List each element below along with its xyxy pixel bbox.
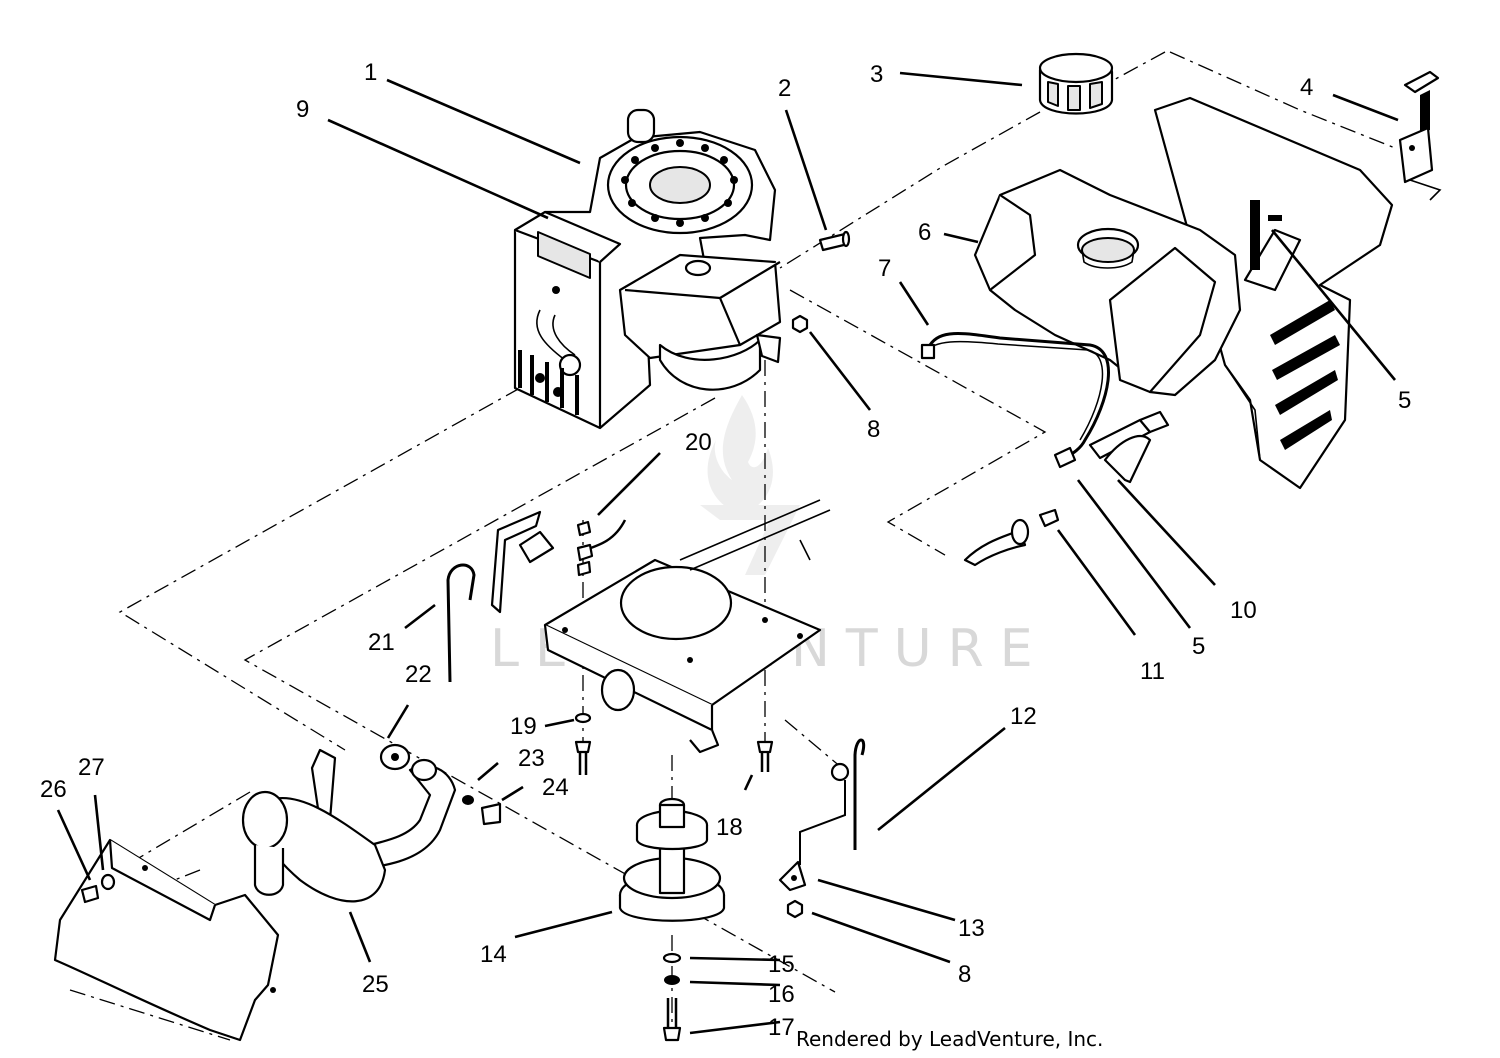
washer-23	[462, 795, 474, 805]
washer-15	[662, 952, 682, 964]
engine-bracket	[755, 333, 782, 364]
render-credit: Rendered by LeadVenture, Inc.	[796, 1027, 1103, 1051]
callout-25: 25	[362, 971, 389, 998]
callout-6: 6	[918, 219, 931, 246]
fuel-fitting	[818, 230, 851, 252]
callout-5-tank: 5	[1398, 387, 1411, 414]
callout-8-top: 8	[867, 416, 880, 443]
leader-lines	[56, 71, 1399, 1035]
callout-9: 9	[296, 96, 309, 123]
callout-21: 21	[368, 629, 395, 656]
fuel-line-7	[920, 332, 1110, 460]
throttle-control	[1398, 70, 1442, 201]
callout-7: 7	[878, 255, 891, 282]
fuel-cap	[1038, 52, 1114, 115]
bolt-24	[480, 802, 502, 826]
callout-26: 26	[40, 776, 67, 803]
heat-shield	[53, 838, 280, 1042]
callout-22: 22	[405, 661, 432, 688]
fuel-hoses	[963, 410, 1170, 567]
callout-12: 12	[1010, 703, 1037, 730]
callout-16: 16	[768, 981, 795, 1008]
fuel-tank-assembly	[973, 96, 1394, 490]
bracket-13	[778, 860, 807, 892]
screw-27	[100, 865, 148, 891]
watermark-logo	[700, 395, 800, 575]
callout-13: 13	[958, 915, 985, 942]
callout-10: 10	[1230, 597, 1257, 624]
exhaust-pipe	[363, 758, 457, 872]
nut-8-top	[791, 314, 809, 334]
gasket-22	[379, 743, 411, 771]
callout-19: 19	[510, 713, 537, 740]
connector-20	[576, 519, 627, 577]
callout-2: 2	[778, 75, 791, 102]
callouts: 1 2 3 4 5 5 6 7 8 8 9 10 11 12 13 14 15 …	[40, 59, 1411, 1041]
pulley-14	[618, 797, 726, 922]
engine	[513, 108, 782, 430]
engine-mount-plate	[543, 499, 831, 754]
callout-4: 4	[1300, 74, 1313, 101]
bolt-17	[662, 998, 682, 1042]
callout-3: 3	[870, 61, 883, 88]
bolt-18	[756, 740, 774, 772]
callout-15: 15	[768, 951, 795, 978]
assembly-lines	[59, 51, 1396, 1041]
lever-12	[799, 738, 866, 865]
nut-8-bottom	[786, 899, 804, 919]
callout-11: 11	[1140, 658, 1165, 685]
callout-8-bottom: 8	[958, 961, 971, 988]
screw-26	[80, 884, 100, 904]
flywheel-bolt-holes	[621, 139, 738, 227]
callout-24: 24	[542, 774, 569, 801]
support-vents	[1250, 200, 1340, 450]
callout-5-hose: 5	[1192, 633, 1205, 660]
muffler-25	[241, 748, 387, 903]
callout-27: 27	[78, 754, 105, 781]
callout-23: 23	[518, 745, 545, 772]
control-rod-21	[446, 510, 555, 683]
dipstick-cap	[626, 108, 656, 144]
washer-16	[664, 975, 680, 985]
callout-14: 14	[480, 941, 507, 968]
engine-fins	[518, 350, 579, 415]
callout-20: 20	[685, 429, 712, 456]
washer-bolt-19-24	[574, 712, 592, 775]
callout-17: 17	[768, 1014, 795, 1041]
callout-18: 18	[716, 814, 743, 841]
callout-1: 1	[364, 59, 377, 86]
